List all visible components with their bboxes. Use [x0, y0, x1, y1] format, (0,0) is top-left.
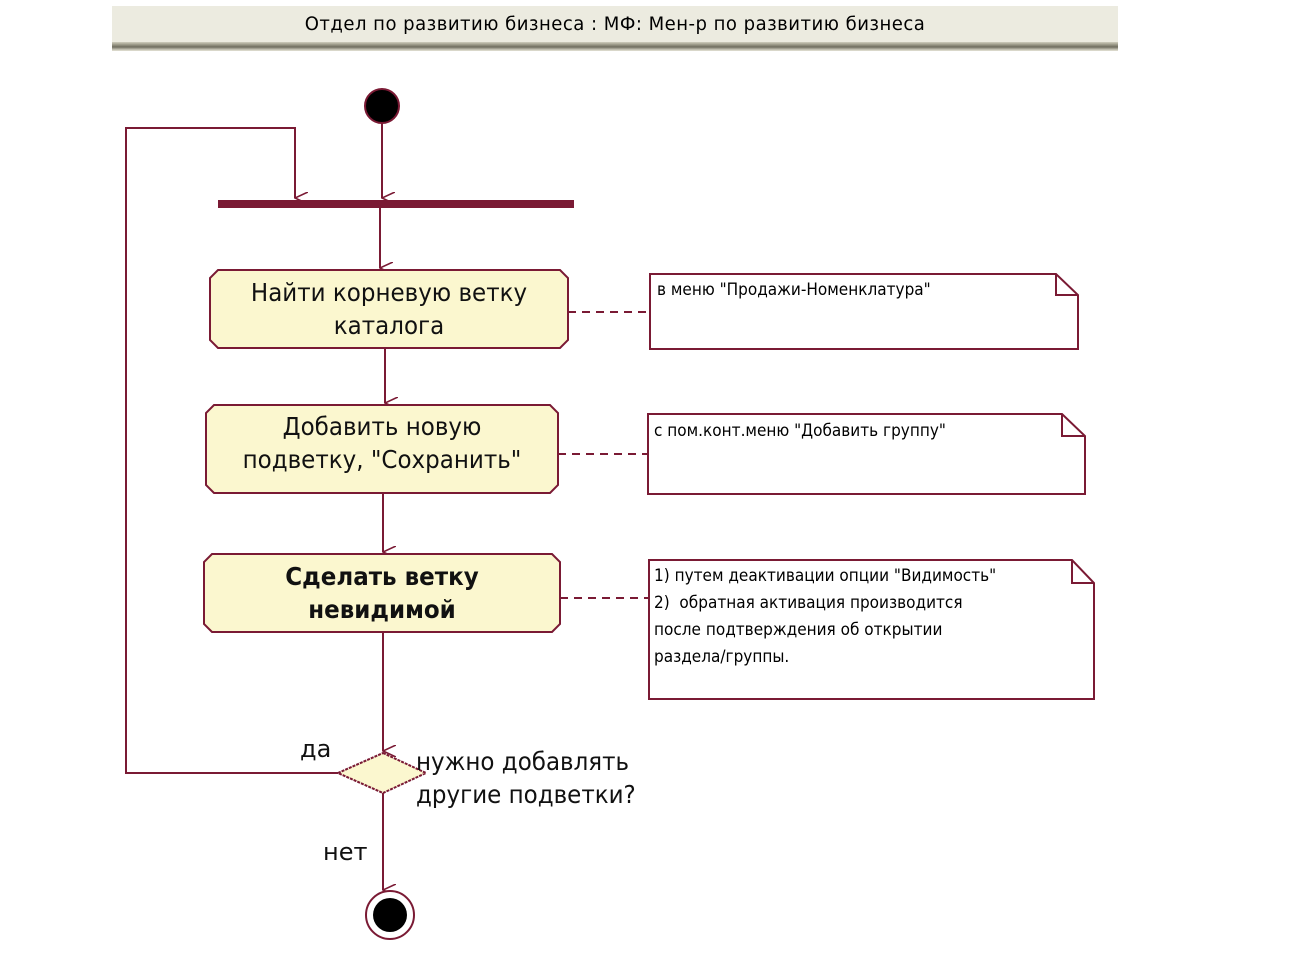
- fork-bar[interactable]: [218, 200, 574, 208]
- diagram-title-bar: Отдел по развитию бизнеса : МФ: Мен-р по…: [112, 6, 1118, 42]
- activity-2-shape[interactable]: [205, 404, 559, 494]
- activity-3-line-2: невидимой: [308, 595, 456, 624]
- activity-1-shape[interactable]: [209, 269, 569, 349]
- activity-3-line-1: Сделать ветку: [285, 562, 479, 591]
- activity-1-line-2: каталога: [333, 311, 445, 340]
- title-bar-separator: [112, 42, 1118, 51]
- final-node[interactable]: [373, 898, 407, 932]
- note-2-shape[interactable]: [647, 413, 1086, 495]
- diagram-title: Отдел по развитию бизнеса : МФ: Мен-р по…: [304, 13, 926, 35]
- decision-label-line-2: другие подветки?: [416, 780, 636, 809]
- decision-node[interactable]: [335, 751, 429, 795]
- activity-2-line-1: Добавить новую: [282, 412, 482, 441]
- guard-no: нет: [323, 838, 368, 866]
- activity-3-shape[interactable]: [203, 553, 561, 633]
- activity-2-label: Добавить новую подветку, "Сохранить": [220, 410, 544, 476]
- note-2-text: с пом.конт.меню "Добавить группу": [654, 421, 946, 441]
- activity-3-label: Сделать ветку невидимой: [218, 560, 546, 626]
- note-1-text: в меню "Продажи-Номенклатура": [657, 280, 931, 300]
- note-3-text: 1) путем деактивации опции "Видимость" 2…: [654, 566, 997, 667]
- decision-label-line-1: нужно добавлять: [416, 747, 630, 776]
- activity-1-line-1: Найти корневую ветку: [250, 278, 528, 307]
- decision-label: нужно добавлять другие подветки?: [416, 745, 636, 811]
- note-1-shape[interactable]: [649, 273, 1079, 350]
- guard-yes: да: [300, 735, 332, 763]
- initial-node[interactable]: [364, 88, 400, 124]
- edge-decision-to-fork-yes: [125, 127, 338, 774]
- note-3-shape[interactable]: [648, 559, 1095, 700]
- activity-2-line-2: подветку, "Сохранить": [242, 445, 522, 474]
- activity-1-label: Найти корневую ветку каталога: [224, 276, 553, 342]
